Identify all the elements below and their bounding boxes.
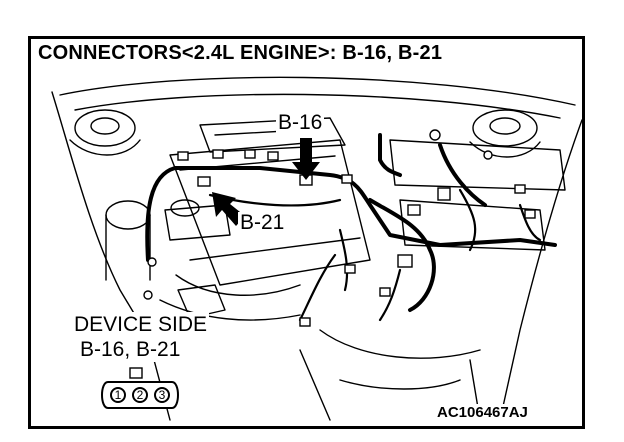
connector-pin-3: 3 — [154, 387, 170, 403]
connector-pin-2: 2 — [132, 387, 148, 403]
strut-tower-left — [74, 109, 136, 147]
fender-right — [499, 119, 583, 421]
strut-tower-right — [472, 109, 538, 147]
wiring-harness-main — [145, 166, 557, 262]
device-side-line2: B-16, B-21 — [80, 338, 181, 362]
figure-code: AC106467AJ — [435, 404, 530, 421]
b16-arrow — [292, 138, 320, 180]
connector-face-diagram: 1 2 3 — [98, 378, 182, 412]
firewall — [59, 76, 576, 106]
wiring-harness-branch — [368, 198, 436, 312]
fender-left — [51, 91, 151, 341]
callout-b21: B-21 — [238, 211, 287, 234]
b21-arrow — [212, 192, 245, 226]
device-side-label: DEVICE SIDE B-16, B-21 — [72, 312, 210, 363]
diagram-title: CONNECTORS<2.4L ENGINE>: B-16, B-21 — [38, 42, 443, 64]
callout-b16: B-16 — [276, 111, 325, 134]
connector-pin-1: 1 — [110, 387, 126, 403]
engine-cover — [169, 139, 371, 286]
device-side-line1: DEVICE SIDE — [74, 313, 208, 336]
